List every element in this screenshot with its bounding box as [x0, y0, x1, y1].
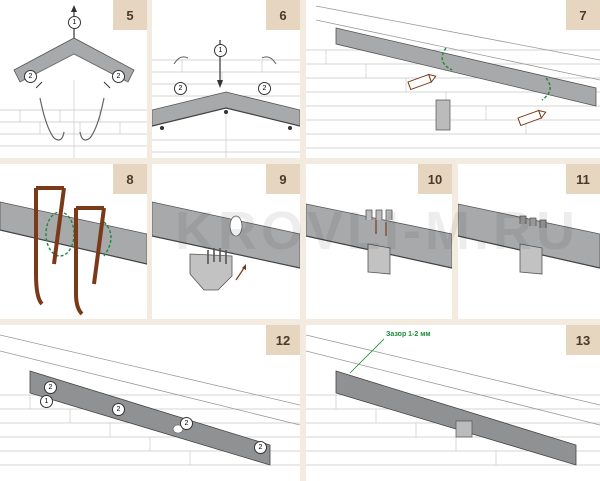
panel-9-drawing — [152, 201, 300, 291]
panel-10: 10 — [306, 164, 452, 319]
panel-12-drawing — [0, 334, 300, 466]
panel-7: 7 — [306, 0, 600, 158]
panel-8-drawing — [0, 186, 147, 316]
panel-13: 13 Зазор 1-2 мм — [306, 325, 600, 481]
callout-2: 2 — [180, 417, 193, 430]
step-number-badge: 11 — [566, 164, 600, 194]
panel-9: 9 — [152, 164, 300, 319]
callout-2: 2 — [112, 403, 125, 416]
callout-2: 2 — [174, 82, 187, 95]
callout-2: 2 — [112, 70, 125, 83]
panel-10-drawing — [306, 203, 452, 275]
panel-13-drawing — [306, 334, 600, 466]
step-number-badge: 10 — [418, 164, 452, 194]
callout-2: 2 — [24, 70, 37, 83]
step-number-badge: 9 — [266, 164, 300, 194]
step-number-badge: 13 — [566, 325, 600, 355]
step-number-badge: 5 — [113, 0, 147, 30]
panel-7-drawing — [306, 5, 600, 149]
callout-1: 1 — [214, 44, 227, 57]
callout-2: 2 — [258, 82, 271, 95]
step-number-badge: 6 — [266, 0, 300, 30]
panel-5: 5 1 2 2 — [0, 0, 147, 158]
panel-11: 11 — [458, 164, 600, 319]
panel-12: 12 1 2 2 2 2 — [0, 325, 300, 481]
panel-11-drawing — [458, 203, 600, 275]
panel-6: 6 1 2 2 — [152, 0, 300, 158]
callout-1: 1 — [40, 395, 53, 408]
callout-2: 2 — [44, 381, 57, 394]
callout-2: 2 — [254, 441, 267, 454]
step-number-badge: 12 — [266, 325, 300, 355]
gap-note: Зазор 1-2 мм — [386, 331, 431, 338]
step-number-badge: 8 — [113, 164, 147, 194]
panel-8: 8 — [0, 164, 147, 319]
callout-1: 1 — [68, 16, 81, 29]
step-number-badge: 7 — [566, 0, 600, 30]
